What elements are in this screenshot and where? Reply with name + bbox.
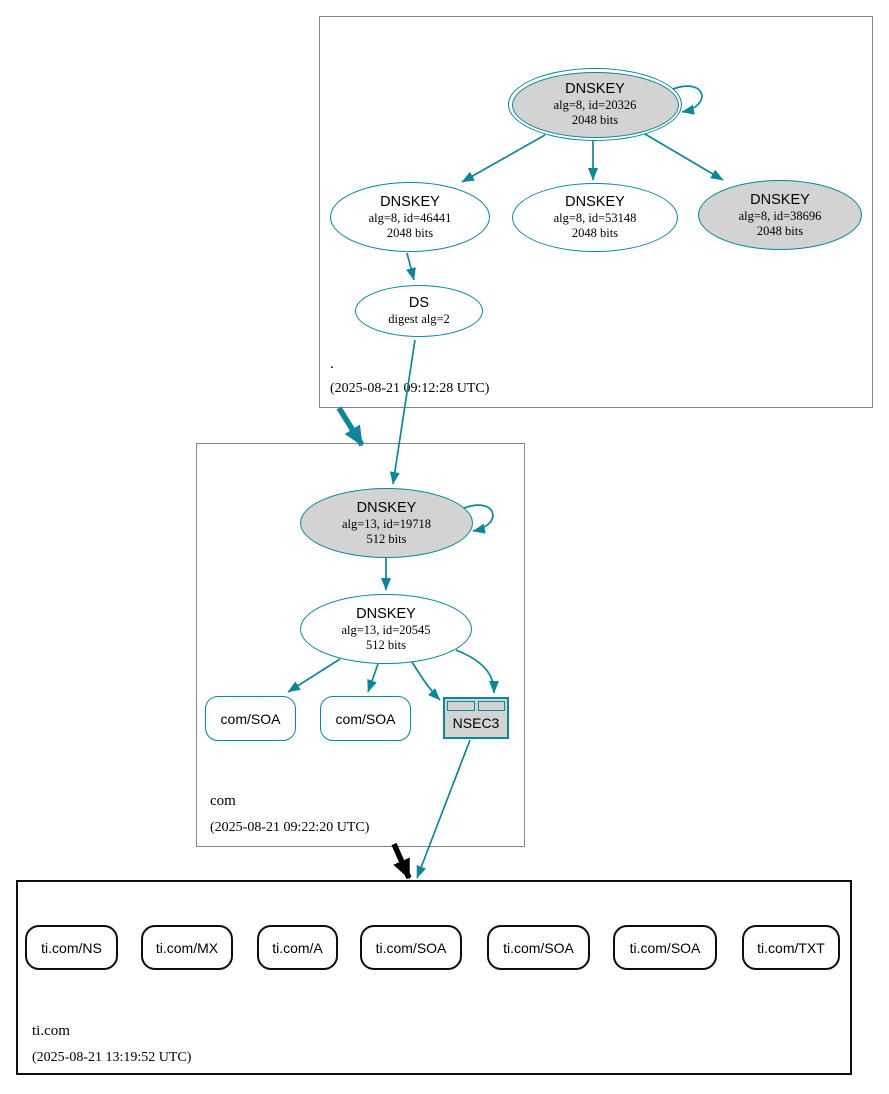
node-title: DNSKEY: [565, 81, 625, 97]
node-title: DNSKEY: [380, 193, 440, 210]
rrset-label: ti.com/NS: [41, 939, 102, 956]
zone-name-ticom: ti.com: [32, 1023, 70, 1039]
node-bits: 2048 bits: [571, 113, 619, 127]
node-bits: 2048 bits: [756, 223, 804, 238]
zone-name-com: com: [210, 793, 236, 809]
rrset-label: ti.com/SOA: [503, 939, 574, 956]
rrset-label: com/SOA: [335, 710, 396, 727]
node-bits: 512 bits: [366, 531, 407, 546]
node-title: DS: [408, 295, 430, 311]
dnskey-node-root-53148[interactable]: DNSKEY alg=8, id=53148 2048 bits: [512, 183, 678, 252]
node-alg-id: alg=8, id=53148: [553, 211, 637, 225]
dnskey-node-root-ksk-20326-inner: DNSKEY alg=8, id=20326 2048 bits: [511, 71, 679, 138]
rrset-node-ticom-txt[interactable]: ti.com/TXT: [742, 925, 840, 970]
rrset-node-ticom-ns[interactable]: ti.com/NS: [25, 925, 118, 970]
nsec3-node-com[interactable]: NSEC3: [443, 697, 509, 739]
rrset-label: ti.com/TXT: [757, 939, 825, 956]
rrset-node-ticom-a[interactable]: ti.com/A: [257, 925, 338, 970]
node-bits: 2048 bits: [386, 225, 434, 240]
rrset-node-com-soa-2[interactable]: com/SOA: [320, 696, 411, 741]
zone-timestamp-ticom: (2025-08-21 13:19:52 UTC): [32, 1050, 192, 1065]
rrset-label: ti.com/SOA: [629, 939, 701, 956]
rrset-label: ti.com/MX: [155, 939, 219, 956]
nsec3-cell-right: [477, 701, 505, 711]
node-alg-id: alg=13, id=19718: [341, 516, 432, 531]
node-title: DNSKEY: [565, 194, 625, 210]
node-alg-id: alg=8, id=46441: [368, 210, 452, 225]
rrset-label: com/SOA: [220, 710, 281, 727]
dnskey-node-root-46441[interactable]: DNSKEY alg=8, id=46441 2048 bits: [330, 182, 490, 252]
dnskey-node-com-ksk-19718[interactable]: DNSKEY alg=13, id=19718 512 bits: [300, 488, 473, 558]
node-title: DNSKEY: [356, 605, 416, 622]
rrset-node-ticom-mx[interactable]: ti.com/MX: [141, 925, 233, 970]
node-alg-id: alg=8, id=38696: [738, 208, 822, 223]
nsec3-cell-left: [447, 701, 475, 711]
rrset-node-ticom-soa-1[interactable]: ti.com/SOA: [360, 925, 462, 970]
dnskey-node-root-38696[interactable]: DNSKEY alg=8, id=38696 2048 bits: [698, 180, 862, 250]
node-title: DNSKEY: [356, 499, 417, 516]
zone-timestamp-com: (2025-08-21 09:22:20 UTC): [210, 820, 370, 835]
rrset-node-ticom-soa-3[interactable]: ti.com/SOA: [613, 925, 717, 970]
node-alg-id: alg=8, id=20326: [553, 98, 637, 112]
zone-name-root: .: [330, 356, 334, 372]
ds-node-root[interactable]: DS digest alg=2: [355, 285, 483, 337]
rrset-label: ti.com/SOA: [375, 939, 447, 956]
node-alg-id: alg=13, id=20545: [341, 622, 431, 637]
node-digest: digest alg=2: [388, 312, 450, 326]
nsec3-rrsig-cells: [447, 701, 505, 711]
nsec3-label: NSEC3: [452, 715, 500, 731]
zone-timestamp-root: (2025-08-21 09:12:28 UTC): [330, 381, 490, 396]
dnskey-node-com-20545[interactable]: DNSKEY alg=13, id=20545 512 bits: [300, 594, 472, 664]
rrset-label: ti.com/A: [272, 939, 323, 956]
rrset-node-ticom-soa-2[interactable]: ti.com/SOA: [487, 925, 590, 970]
zone-box-root: [319, 16, 873, 408]
node-bits: 2048 bits: [571, 226, 619, 240]
zone-box-ticom: [16, 880, 852, 1075]
dnskey-node-root-ksk-20326[interactable]: DNSKEY alg=8, id=20326 2048 bits: [508, 68, 682, 141]
rrset-node-com-soa-1[interactable]: com/SOA: [205, 696, 296, 741]
node-title: DNSKEY: [750, 191, 810, 208]
node-bits: 512 bits: [366, 637, 406, 652]
